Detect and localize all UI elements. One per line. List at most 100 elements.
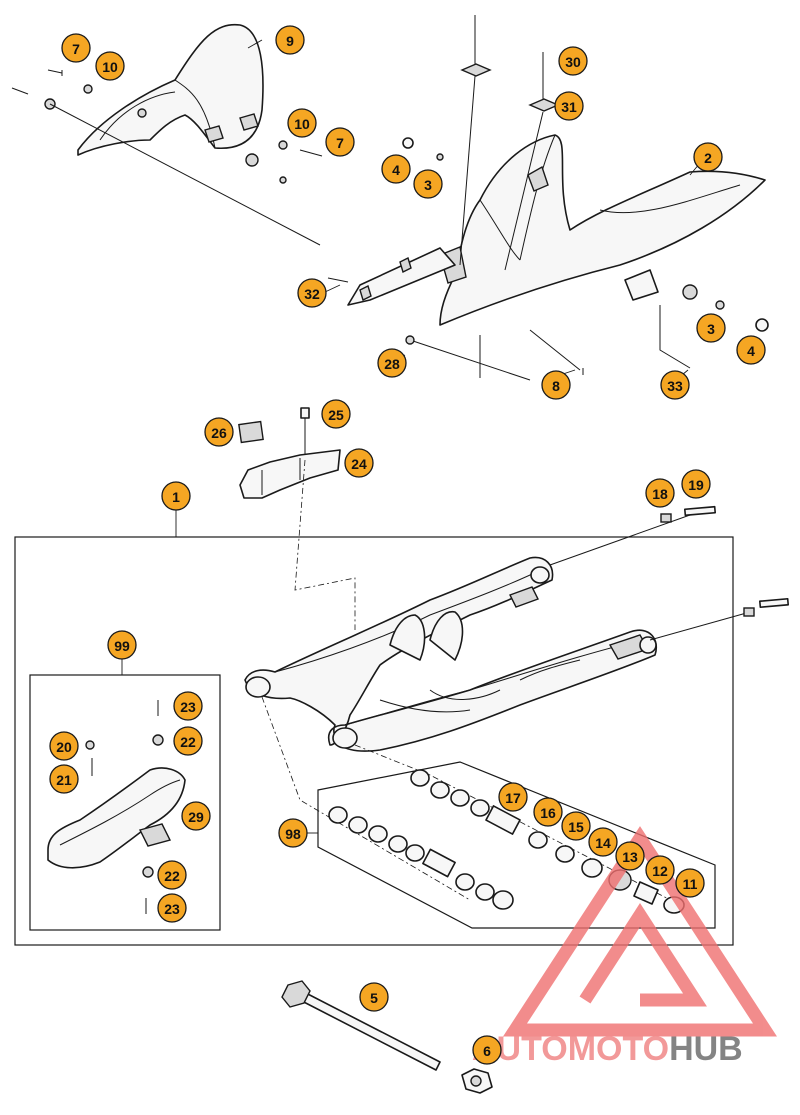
callout-label: 99 [114, 638, 130, 654]
callout-circle [278, 818, 308, 848]
callout-label: 5 [370, 990, 378, 1006]
callout-7: 7 [325, 127, 355, 157]
callout-14: 14 [588, 827, 618, 857]
callout-label: 1 [172, 489, 180, 505]
callout-circle [736, 335, 766, 365]
callout-label: 23 [180, 699, 196, 715]
callout-circle [533, 797, 563, 827]
callout-label: 23 [164, 901, 180, 917]
watermark-text-part1: AUTOMOTO [472, 1030, 669, 1068]
callout-circle [157, 893, 187, 923]
callout-3: 3 [696, 313, 726, 343]
callout-label: 9 [286, 33, 294, 49]
callout-circle [381, 154, 411, 184]
callout-label: 3 [424, 177, 432, 193]
axle-adjuster-hardware [549, 505, 790, 641]
callout-circle [157, 860, 187, 890]
callout-label: 11 [683, 876, 698, 892]
callout-15: 15 [561, 811, 591, 841]
callout-label: 19 [688, 477, 704, 493]
chain-guard-part [77, 23, 264, 167]
callout-label: 6 [483, 1043, 491, 1059]
callout-13: 13 [615, 841, 645, 871]
callout-label: 33 [667, 378, 683, 394]
callout-label: 2 [704, 150, 712, 166]
callout-1: 1 [161, 481, 191, 511]
callout-circle [561, 811, 591, 841]
rear-fender-part [439, 134, 766, 326]
chain-guard-hardware [11, 69, 323, 246]
callout-11: 11 [675, 868, 705, 898]
callout-98: 98 [278, 818, 308, 848]
callout-label: 18 [652, 486, 668, 502]
svg-text:AUTOMOTOHUB: AUTOMOTOHUB [472, 1030, 743, 1068]
callout-circle [321, 399, 351, 429]
callout-6: 6 [472, 1035, 502, 1065]
callout-label: 7 [72, 41, 80, 57]
callout-circle [554, 91, 584, 121]
callout-circle [49, 764, 79, 794]
callout-label: 13 [622, 849, 638, 865]
callout-label: 3 [707, 321, 715, 337]
callout-16: 16 [533, 797, 563, 827]
callout-label: 4 [747, 343, 755, 359]
callout-circle [472, 1035, 502, 1065]
callout-99: 99 [107, 630, 137, 660]
callout-circle [275, 25, 305, 55]
callout-17: 17 [498, 782, 528, 812]
callout-5: 5 [359, 982, 389, 1012]
pivot-nut-part [461, 1068, 493, 1094]
callout-label: 14 [595, 835, 611, 851]
callout-label: 4 [392, 162, 400, 178]
callout-circle [173, 726, 203, 756]
callout-circle [413, 169, 443, 199]
callout-circle [498, 782, 528, 812]
chain-guide-kit-box [29, 658, 221, 931]
callout-20: 20 [49, 731, 79, 761]
callout-label: 29 [188, 809, 204, 825]
callout-24: 24 [344, 448, 374, 478]
callout-label: 25 [328, 407, 344, 423]
callout-2: 2 [693, 142, 723, 172]
callout-circle [107, 630, 137, 660]
callout-circle [181, 801, 211, 831]
callout-label: 30 [565, 54, 581, 70]
callout-label: 31 [561, 99, 577, 115]
callout-28: 28 [377, 348, 407, 378]
callout-label: 20 [56, 739, 72, 755]
callout-4: 4 [736, 335, 766, 365]
callout-label: 98 [285, 826, 301, 842]
callout-12: 12 [645, 855, 675, 885]
callout-31: 31 [554, 91, 584, 121]
callout-33: 33 [660, 370, 690, 400]
callout-label: 22 [164, 868, 180, 884]
callout-circle [61, 33, 91, 63]
callout-23: 23 [173, 691, 203, 721]
callout-circle [49, 731, 79, 761]
callout-9: 9 [275, 25, 305, 55]
watermark-text-part2: HUB [669, 1030, 743, 1068]
callout-circle [541, 370, 571, 400]
callout-circle [161, 481, 191, 511]
callout-32: 32 [297, 278, 327, 308]
main-assembly-box [14, 508, 734, 946]
callout-circle [359, 982, 389, 1012]
callout-circle [173, 691, 203, 721]
callout-26: 26 [204, 417, 234, 447]
callout-21: 21 [49, 764, 79, 794]
callout-circle [325, 127, 355, 157]
callout-29: 29 [181, 801, 211, 831]
plate-bracket-part [327, 247, 456, 306]
callout-22: 22 [173, 726, 203, 756]
callout-circle [588, 827, 618, 857]
callout-label: 22 [180, 734, 196, 750]
swingarm-part [244, 556, 657, 752]
callout-30: 30 [558, 46, 588, 76]
callout-circle [645, 478, 675, 508]
callout-label: 24 [351, 456, 367, 472]
callout-label: 10 [294, 116, 310, 132]
callout-19: 19 [681, 469, 711, 499]
watermark-logo: AUTOMOTOHUB [472, 826, 777, 1068]
callout-4: 4 [381, 154, 411, 184]
